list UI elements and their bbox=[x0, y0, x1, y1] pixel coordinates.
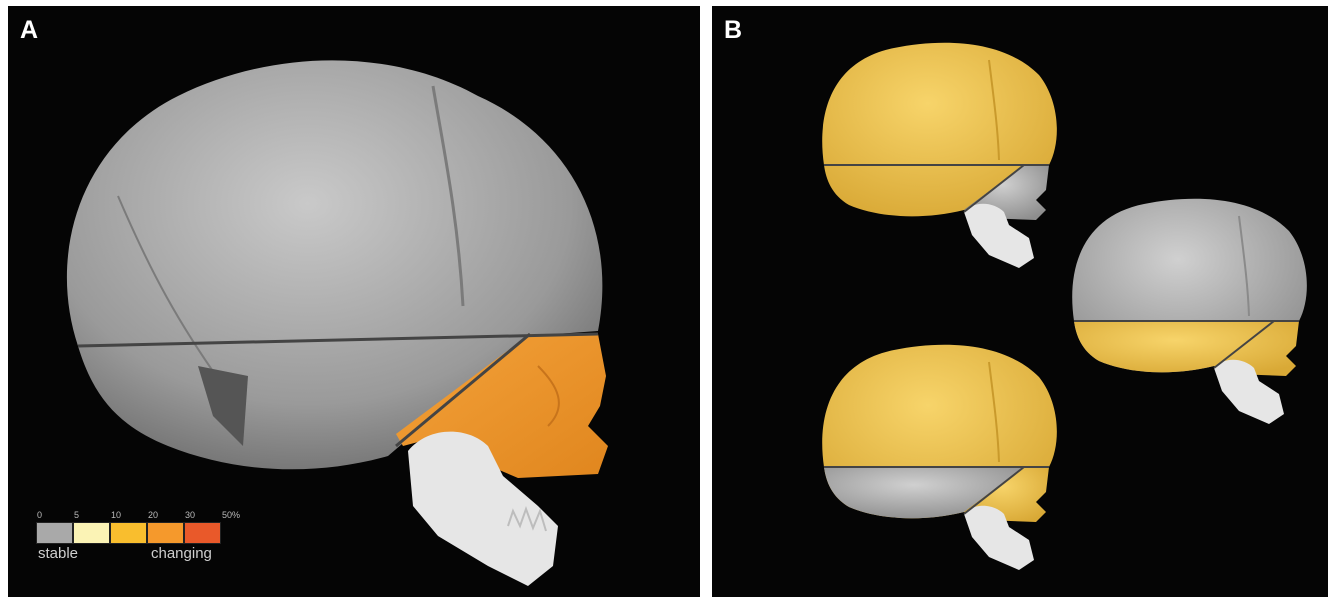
legend-tick: 20 bbox=[148, 510, 158, 520]
panel-b: B bbox=[712, 6, 1328, 597]
legend-tick: 10 bbox=[111, 510, 121, 520]
legend-tick: 0 bbox=[37, 510, 42, 520]
legend-swatch bbox=[147, 522, 184, 544]
legend: 0 5 10 20 30 50% stable changing bbox=[36, 510, 246, 562]
legend-color-scale bbox=[36, 522, 246, 544]
legend-tick: 50% bbox=[222, 510, 240, 520]
legend-swatch bbox=[184, 522, 221, 544]
panel-a: A 0 5 10 bbox=[8, 6, 700, 597]
legend-swatch bbox=[110, 522, 147, 544]
legend-tick: 30 bbox=[185, 510, 195, 520]
legend-tick: 5 bbox=[74, 510, 79, 520]
skulls-b-illustration bbox=[712, 6, 1328, 597]
skull-b-right bbox=[1072, 199, 1307, 424]
legend-swatch bbox=[36, 522, 73, 544]
skull-b-top bbox=[822, 43, 1057, 268]
legend-labels: stable changing bbox=[36, 544, 246, 562]
legend-high-label: changing bbox=[151, 545, 212, 562]
legend-swatch bbox=[73, 522, 110, 544]
legend-ticks: 0 5 10 20 30 50% bbox=[36, 510, 246, 522]
legend-low-label: stable bbox=[38, 545, 78, 562]
skull-b-bottom bbox=[822, 345, 1057, 570]
skull-a-illustration bbox=[8, 6, 700, 597]
